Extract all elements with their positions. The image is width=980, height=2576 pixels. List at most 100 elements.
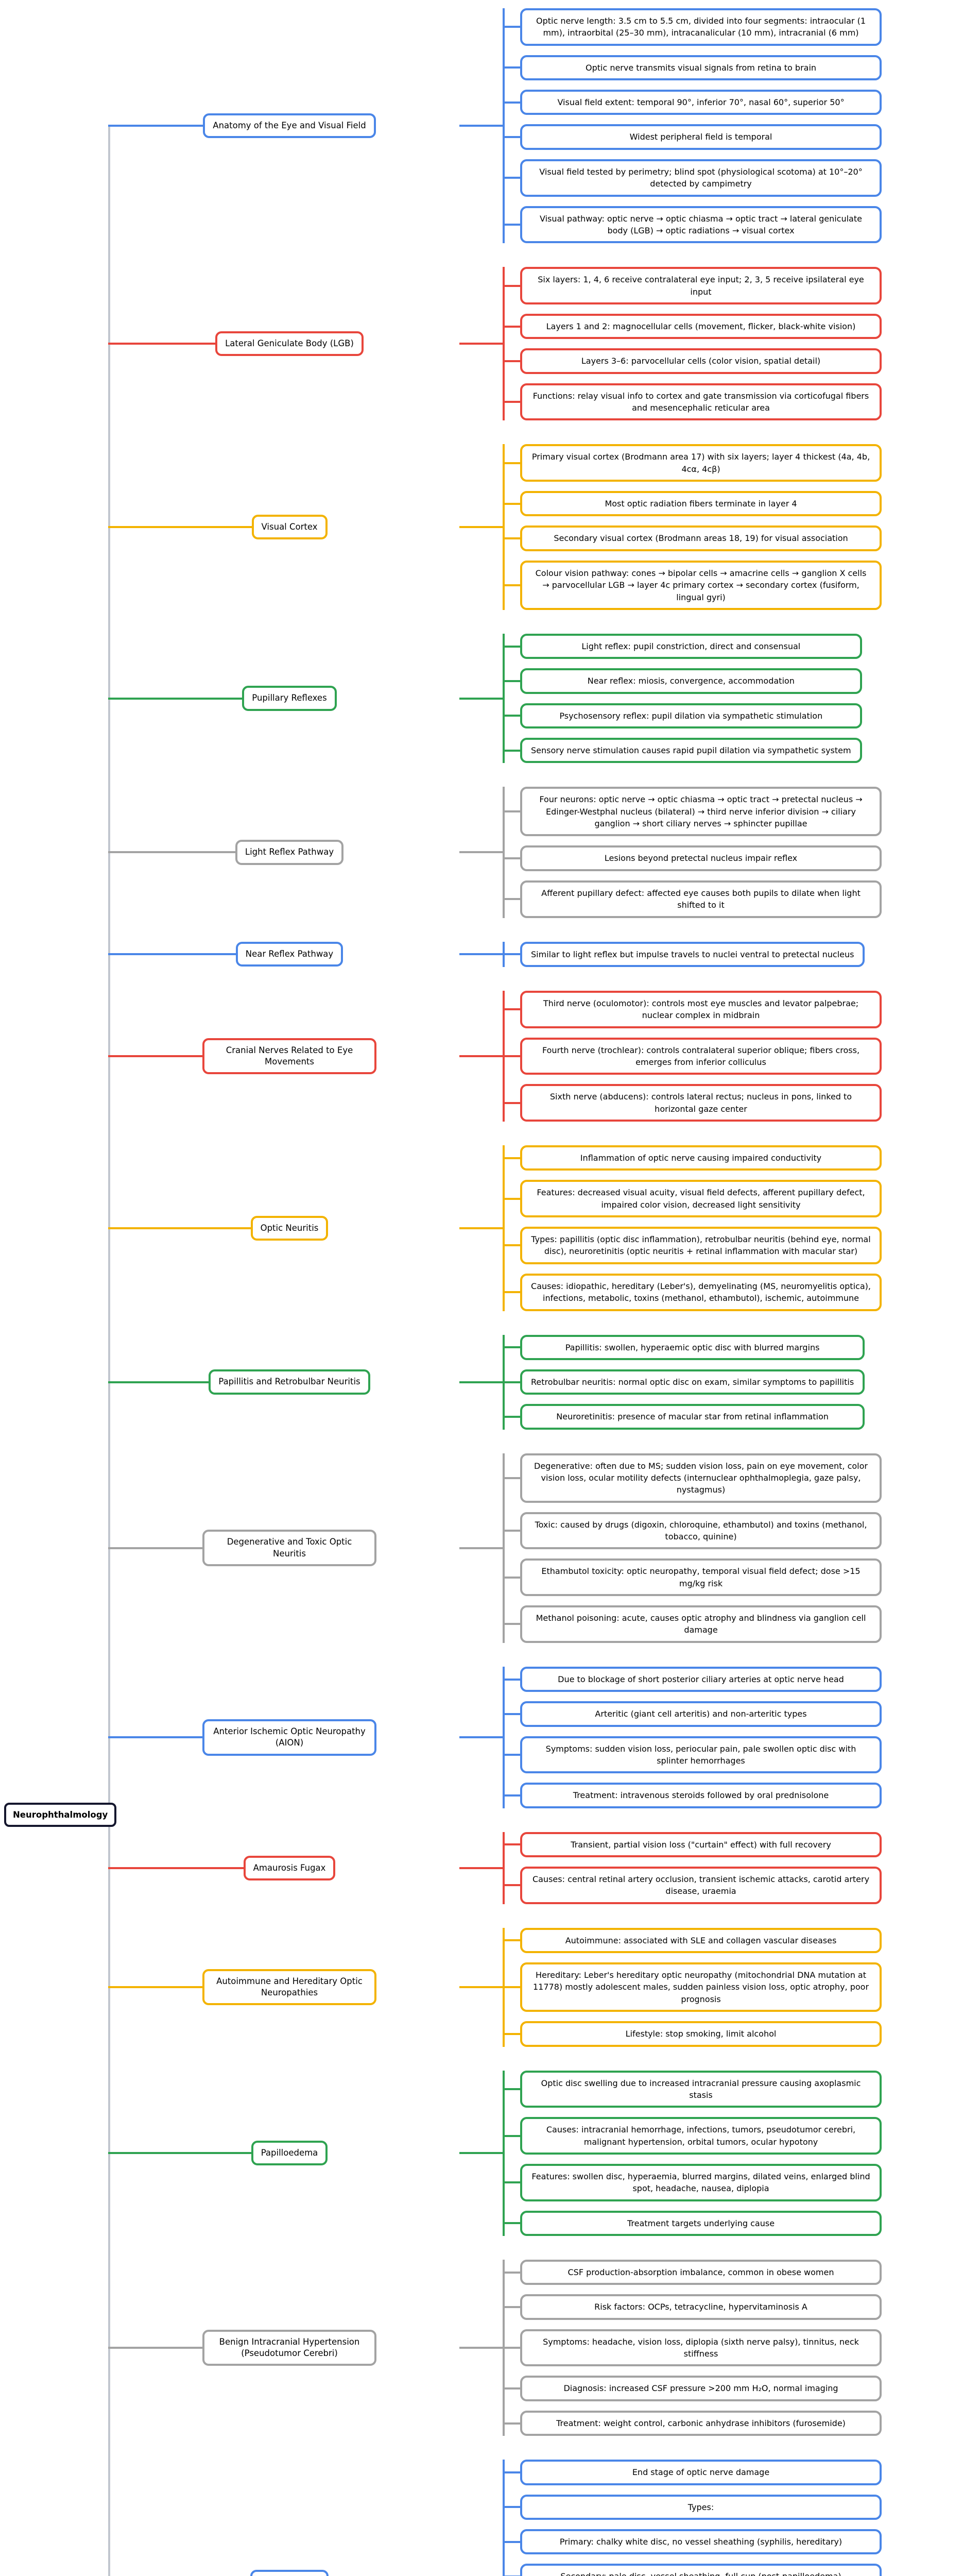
leaf-node[interactable]: Colour vision pathway: cones → bipolar c… — [505, 560, 882, 610]
leaf-text: Optic nerve length: 3.5 cm to 5.5 cm, di… — [536, 16, 866, 38]
leaf-node[interactable]: Secondary: pale disc, vessel sheathing, … — [505, 2564, 882, 2576]
leaf-node[interactable]: Optic nerve length: 3.5 cm to 5.5 cm, di… — [505, 8, 882, 46]
leaf-node[interactable]: Due to blockage of short posterior cilia… — [505, 1666, 882, 1692]
branch-topic-node[interactable]: Anatomy of the Eye and Visual Field — [203, 113, 376, 139]
leaf-node[interactable]: Visual field extent: temporal 90°, infer… — [505, 90, 882, 115]
leaf-node[interactable]: Six layers: 1, 4, 6 receive contralatera… — [505, 267, 882, 304]
leaf-node[interactable]: Primary: chalky white disc, no vessel sh… — [505, 2529, 882, 2555]
connector-line — [108, 2347, 202, 2349]
leaf-node[interactable]: Psychosensory reflex: pupil dilation via… — [505, 703, 862, 728]
leaf-node[interactable]: Afferent pupillary defect: affected eye … — [505, 880, 882, 918]
leaf-node[interactable]: Symptoms: sudden vision loss, periocular… — [505, 1736, 882, 1774]
branch-topic-label: Visual Cortex — [261, 522, 318, 532]
leaf-text: End stage of optic nerve damage — [632, 2467, 770, 2478]
leaf-node[interactable]: Features: decreased visual acuity, visua… — [505, 1180, 882, 1218]
leaf-text: Transient, partial vision loss ("curtain… — [571, 1839, 831, 1850]
leaf-node[interactable]: Hereditary: Leber's hereditary optic neu… — [505, 1962, 882, 2012]
leaf-node[interactable]: Sensory nerve stimulation causes rapid p… — [505, 737, 862, 764]
branch-pupillary-reflexes: Pupillary Reflexes Light reflex: pupil c… — [119, 633, 882, 764]
leaf-node[interactable]: Layers 1 and 2: magnocellular cells (mov… — [505, 313, 882, 340]
leaf-node[interactable]: Arteritic (giant cell arteritis) and non… — [505, 1701, 882, 1727]
leaf-node[interactable]: Papillitis: swollen, hyperaemic optic di… — [504, 1334, 865, 1360]
branch-topic-node[interactable]: Light Reflex Pathway — [235, 840, 344, 865]
branch-topic-node[interactable]: Optic Neuritis — [250, 1215, 329, 1241]
leaf-node[interactable]: Optic nerve transmits visual signals fro… — [505, 55, 882, 81]
branch-topic-node[interactable]: Optic Atrophy — [250, 2570, 329, 2576]
branch-topic-node[interactable]: Lateral Geniculate Body (LGB) — [215, 331, 364, 357]
branch-topic-node[interactable]: Papillitis and Retrobulbar Neuritis — [209, 1369, 370, 1395]
central-topic-node[interactable]: Neurophthalmology — [4, 1802, 117, 1827]
branch-topic-node[interactable]: Pupillary Reflexes — [242, 686, 337, 711]
leaf-node[interactable]: Diagnosis: increased CSF pressure >200 m… — [505, 2376, 882, 2401]
leaf-text: Six layers: 1, 4, 6 receive contralatera… — [538, 275, 864, 297]
branch-topic-node[interactable]: Cranial Nerves Related to Eye Movements — [202, 1038, 376, 1075]
leaf-node[interactable]: Sixth nerve (abducens): controls lateral… — [505, 1084, 882, 1122]
leaf-node[interactable]: CSF production-absorption imbalance, com… — [505, 2260, 882, 2285]
leaf-node[interactable]: Widest peripheral field is temporal — [505, 124, 882, 150]
leaf-node[interactable]: End stage of optic nerve damage — [505, 2460, 882, 2485]
leaf-node[interactable]: Retrobulbar neuritis: normal optic disc … — [504, 1369, 865, 1395]
leaf-node[interactable]: Third nerve (oculomotor): controls most … — [505, 990, 882, 1028]
leaf-node[interactable]: Ethambutol toxicity: optic neuropathy, t… — [505, 1558, 882, 1597]
leaf-node[interactable]: Fourth nerve (trochlear): controls contr… — [505, 1037, 882, 1075]
connector-line — [108, 1867, 244, 1869]
leaf-text: Psychosensory reflex: pupil dilation via… — [559, 710, 823, 721]
leaf-node[interactable]: Lifestyle: stop smoking, limit alcohol — [505, 2021, 882, 2047]
topic-column: Amaurosis Fugax — [119, 1855, 459, 1880]
leaf-node[interactable]: Lesions beyond pretectal nucleus impair … — [505, 845, 882, 871]
branch-topic-node[interactable]: Papilloedema — [251, 2141, 328, 2166]
leaf-node[interactable]: Visual field tested by perimetry; blind … — [505, 159, 882, 197]
leaf-node[interactable]: Four neurons: optic nerve → optic chiasm… — [505, 787, 882, 837]
leaf-node[interactable]: Inflammation of optic nerve causing impa… — [505, 1145, 882, 1171]
branch-topic-label: Benign Intracranial Hypertension (Pseudo… — [219, 2336, 360, 2359]
leaf-node[interactable]: Types: papillitis (optic disc inflammati… — [505, 1227, 882, 1264]
connector-line — [459, 851, 503, 854]
leaf-node[interactable]: Types: — [505, 2494, 882, 2520]
leaf-node[interactable]: Secondary visual cortex (Brodmann areas … — [505, 526, 882, 551]
topic-column: Cranial Nerves Related to Eye Movements — [119, 1038, 459, 1075]
branch-anatomy-of-the-eye-and-visual-field: Anatomy of the Eye and Visual Field Opti… — [119, 8, 882, 244]
leaf-node[interactable]: Optic disc swelling due to increased int… — [505, 2070, 882, 2108]
branch-topic-node[interactable]: Anterior Ischemic Optic Neuropathy (AION… — [202, 1719, 376, 1756]
leaf-list: Inflammation of optic nerve causing impa… — [503, 1145, 882, 1311]
leaf-node[interactable]: Causes: central retinal artery occlusion… — [505, 1867, 882, 1904]
leaf-node[interactable]: Toxic: caused by drugs (digoxin, chloroq… — [505, 1512, 882, 1550]
leaf-node[interactable]: Most optic radiation fibers terminate in… — [505, 491, 882, 517]
leaf-node[interactable]: Features: swollen disc, hyperaemia, blur… — [505, 2163, 882, 2201]
leaf-text: Risk factors: OCPs, tetracycline, hyperv… — [594, 2302, 807, 2312]
branch-topic-node[interactable]: Visual Cortex — [251, 515, 328, 540]
leaf-node[interactable]: Similar to light reflex but impulse trav… — [504, 941, 865, 967]
leaf-node[interactable]: Symptoms: headache, vision loss, diplopi… — [505, 2329, 882, 2367]
leaf-node[interactable]: Functions: relay visual info to cortex a… — [505, 383, 882, 421]
leaf-node[interactable]: Methanol poisoning: acute, causes optic … — [505, 1605, 882, 1643]
leaf-node[interactable]: Near reflex: miosis, convergence, accomm… — [505, 668, 862, 694]
leaf-node[interactable]: Treatment: weight control, carbonic anhy… — [505, 2410, 882, 2436]
leaf-node[interactable]: Causes: intracranial hemorrhage, infecti… — [505, 2117, 882, 2155]
branch-topic-node[interactable]: Near Reflex Pathway — [235, 942, 343, 967]
leaf-node[interactable]: Primary visual cortex (Brodmann area 17)… — [505, 444, 882, 482]
leaf-text: Fourth nerve (trochlear): controls contr… — [542, 1045, 860, 1067]
leaf-node[interactable]: Autoimmune: associated with SLE and coll… — [505, 1927, 882, 1954]
leaf-text: Symptoms: headache, vision loss, diplopi… — [543, 2336, 859, 2359]
leaf-node[interactable]: Layers 3–6: parvocellular cells (color v… — [505, 348, 882, 374]
leaf-node[interactable]: Degenerative: often due to MS; sudden vi… — [505, 1453, 882, 1503]
leaf-node[interactable]: Light reflex: pupil constriction, direct… — [505, 633, 862, 659]
leaf-node[interactable]: Treatment: intravenous steroids followed… — [505, 1783, 882, 1808]
branch-topic-label: Autoimmune and Hereditary Optic Neuropat… — [216, 1976, 363, 1998]
leaf-node[interactable]: Visual pathway: optic nerve → optic chia… — [505, 206, 882, 244]
leaf-node[interactable]: Treatment targets underlying cause — [505, 2210, 882, 2236]
leaf-node[interactable]: Risk factors: OCPs, tetracycline, hyperv… — [505, 2294, 882, 2320]
leaf-text: Features: decreased visual acuity, visua… — [537, 1188, 865, 1210]
leaf-node[interactable]: Neuroretinitis: presence of macular star… — [504, 1404, 865, 1430]
branch-topic-node[interactable]: Benign Intracranial Hypertension (Pseudo… — [202, 2329, 376, 2366]
branch-topic-node[interactable]: Amaurosis Fugax — [243, 1855, 336, 1880]
branch-topic-node[interactable]: Autoimmune and Hereditary Optic Neuropat… — [202, 1969, 376, 2006]
leaf-text: Visual field extent: temporal 90°, infer… — [557, 97, 845, 108]
branch-topic-label: Anterior Ischemic Optic Neuropathy (AION… — [213, 1726, 366, 1748]
branch-topic-node[interactable]: Degenerative and Toxic Optic Neuritis — [202, 1530, 376, 1566]
leaf-text: Due to blockage of short posterior cilia… — [558, 1674, 844, 1684]
leaf-node[interactable]: Causes: idiopathic, hereditary (Leber's)… — [505, 1273, 882, 1311]
leaf-list: Autoimmune: associated with SLE and coll… — [503, 1927, 882, 2047]
leaf-node[interactable]: Transient, partial vision loss ("curtain… — [505, 1832, 882, 1857]
topic-column: Degenerative and Toxic Optic Neuritis — [119, 1530, 459, 1566]
